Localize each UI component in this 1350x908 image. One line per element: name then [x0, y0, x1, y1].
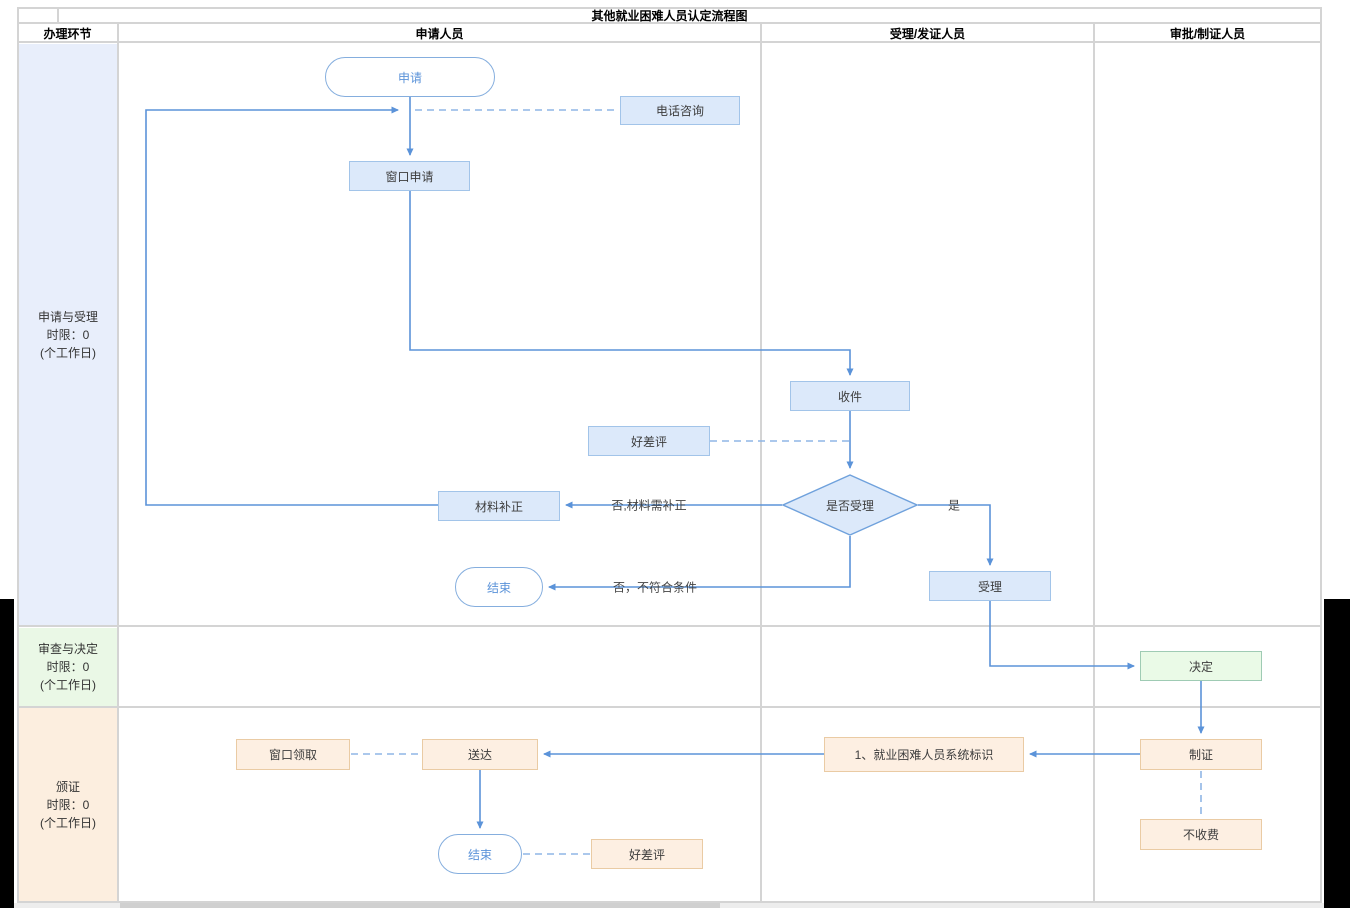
- lane-label-review-decide: 审查与决定 时限：0 (个工作日): [19, 628, 117, 706]
- header-acceptor: 受理/发证人员: [889, 26, 966, 41]
- lane3-unit: (个工作日): [40, 815, 96, 830]
- node-no-fee[interactable]: 不收费: [1140, 819, 1262, 850]
- grid-title-divider: [17, 22, 1322, 24]
- grid-bottom-border: [17, 901, 1322, 903]
- edge-accept-to-decide: [989, 601, 1135, 670]
- edge-label-need-fix: 否,材料需补正: [611, 498, 687, 513]
- page-title: 其他就业困难人员认定流程图: [591, 9, 748, 23]
- grid-lane2-divider: [17, 706, 1322, 708]
- node-system-mark[interactable]: 1、就业困难人员系统标识: [824, 737, 1024, 772]
- grid-col2-divider: [760, 24, 762, 903]
- horizontal-scrollbar-thumb[interactable]: [120, 903, 720, 908]
- edge-label-not-qualified: 否，不符合条件: [612, 580, 698, 595]
- node-start[interactable]: 申请: [325, 57, 495, 97]
- lane2-unit: (个工作日): [40, 678, 96, 692]
- lane1-name: 申请与受理: [37, 309, 98, 324]
- node-end-second[interactable]: 结束: [438, 834, 522, 874]
- node-rating-bottom[interactable]: 好差评: [591, 839, 703, 869]
- node-window-pickup[interactable]: 窗口领取: [236, 739, 350, 770]
- node-end-first[interactable]: 结束: [455, 567, 543, 607]
- lane1-limit: 时限：0: [46, 327, 90, 342]
- node-accept[interactable]: 受理: [929, 571, 1051, 601]
- node-deliver[interactable]: 送达: [422, 739, 538, 770]
- grid-col1-divider: [117, 24, 119, 903]
- lane2-name: 审查与决定: [37, 642, 98, 656]
- grid-right-border: [1320, 7, 1322, 903]
- lane3-name: 颁证: [55, 779, 80, 794]
- header-applicant: 申请人员: [415, 26, 464, 41]
- edge-decision-to-end-first: [548, 536, 851, 591]
- right-black-bar: [1324, 599, 1350, 908]
- lane-label-apply-accept: 申请与受理 时限：0 (个工作日): [19, 44, 117, 625]
- node-receive[interactable]: 收件: [790, 381, 910, 411]
- decision-label: 是否受理: [825, 498, 874, 513]
- lane2-limit: 时限：0: [46, 660, 90, 674]
- edge-label-yes: 是: [947, 498, 961, 513]
- node-window-apply[interactable]: 窗口申请: [349, 161, 470, 191]
- grid-top-border: [17, 7, 1322, 9]
- edge-window-apply-to-receive: [409, 191, 854, 376]
- lane1-unit: (个工作日): [40, 345, 96, 360]
- left-black-bar: [0, 599, 14, 908]
- decision-diamond-shape: [781, 474, 919, 536]
- node-decision-is-accept[interactable]: 是否受理: [781, 474, 919, 536]
- grid-col3-divider: [1093, 24, 1095, 903]
- grid-title-cell-tick: [57, 7, 59, 23]
- node-decide[interactable]: 决定: [1140, 651, 1262, 681]
- node-phone-consult[interactable]: 电话咨询: [620, 96, 740, 125]
- header-process-step: 办理环节: [43, 26, 92, 41]
- lane-label-certify: 颁证 时限：0 (个工作日): [19, 708, 117, 901]
- lane3-limit: 时限：0: [46, 797, 90, 812]
- grid-lane1-divider: [17, 625, 1322, 627]
- edge-decision-to-accept: [918, 504, 994, 566]
- node-material-fix[interactable]: 材料补正: [438, 491, 560, 521]
- grid-header-divider: [17, 41, 1322, 43]
- node-make-cert[interactable]: 制证: [1140, 739, 1262, 770]
- node-rating-top[interactable]: 好差评: [588, 426, 710, 456]
- header-approver: 审批/制证人员: [1169, 26, 1246, 41]
- grid-left-border: [17, 7, 19, 903]
